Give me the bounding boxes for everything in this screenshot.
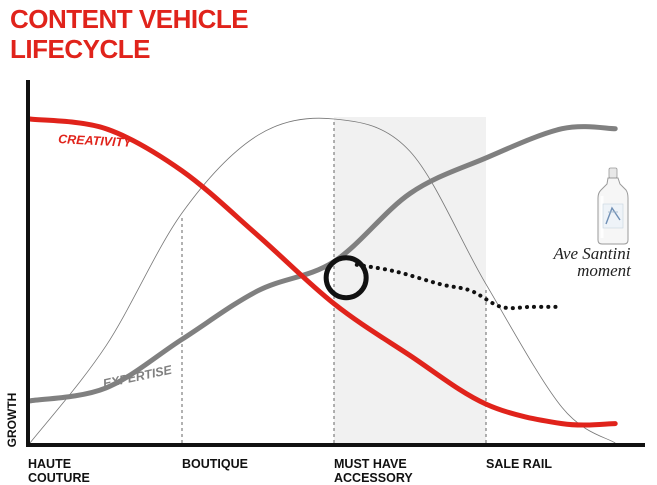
- y-axis-label: GROWTH: [5, 393, 19, 448]
- annotation-line-2: moment: [577, 261, 632, 280]
- intersection-circle: [323, 255, 369, 301]
- series-label-expertise: EXPERTISE: [102, 363, 174, 391]
- chart-title: CONTENT VEHICLE LIFECYCLE: [10, 4, 249, 64]
- chart-title-line-2: LIFECYCLE: [10, 34, 150, 64]
- x-tick-label: BOUTIQUE: [182, 457, 248, 471]
- series-line-expertise: [27, 124, 618, 404]
- x-tick-label: HAUTE: [28, 457, 71, 471]
- vertical-markers: [181, 122, 487, 443]
- bottle-icon: [597, 167, 629, 245]
- x-tick-label: COUTURE: [28, 471, 90, 485]
- annotation-text: Ave Santini moment: [553, 244, 633, 280]
- chart-title-line-1: CONTENT VEHICLE: [10, 4, 248, 34]
- x-tick-label: SALE RAIL: [486, 457, 552, 471]
- x-tick-label: MUST HAVE: [334, 457, 407, 471]
- annotation-line-1: Ave Santini: [553, 244, 631, 263]
- series-line-creativity: [27, 116, 618, 428]
- series-label-creativity: CREATIVITY: [58, 132, 134, 150]
- adoption-bell-curve: [29, 117, 616, 444]
- x-tick-label: ACCESSORY: [334, 471, 413, 485]
